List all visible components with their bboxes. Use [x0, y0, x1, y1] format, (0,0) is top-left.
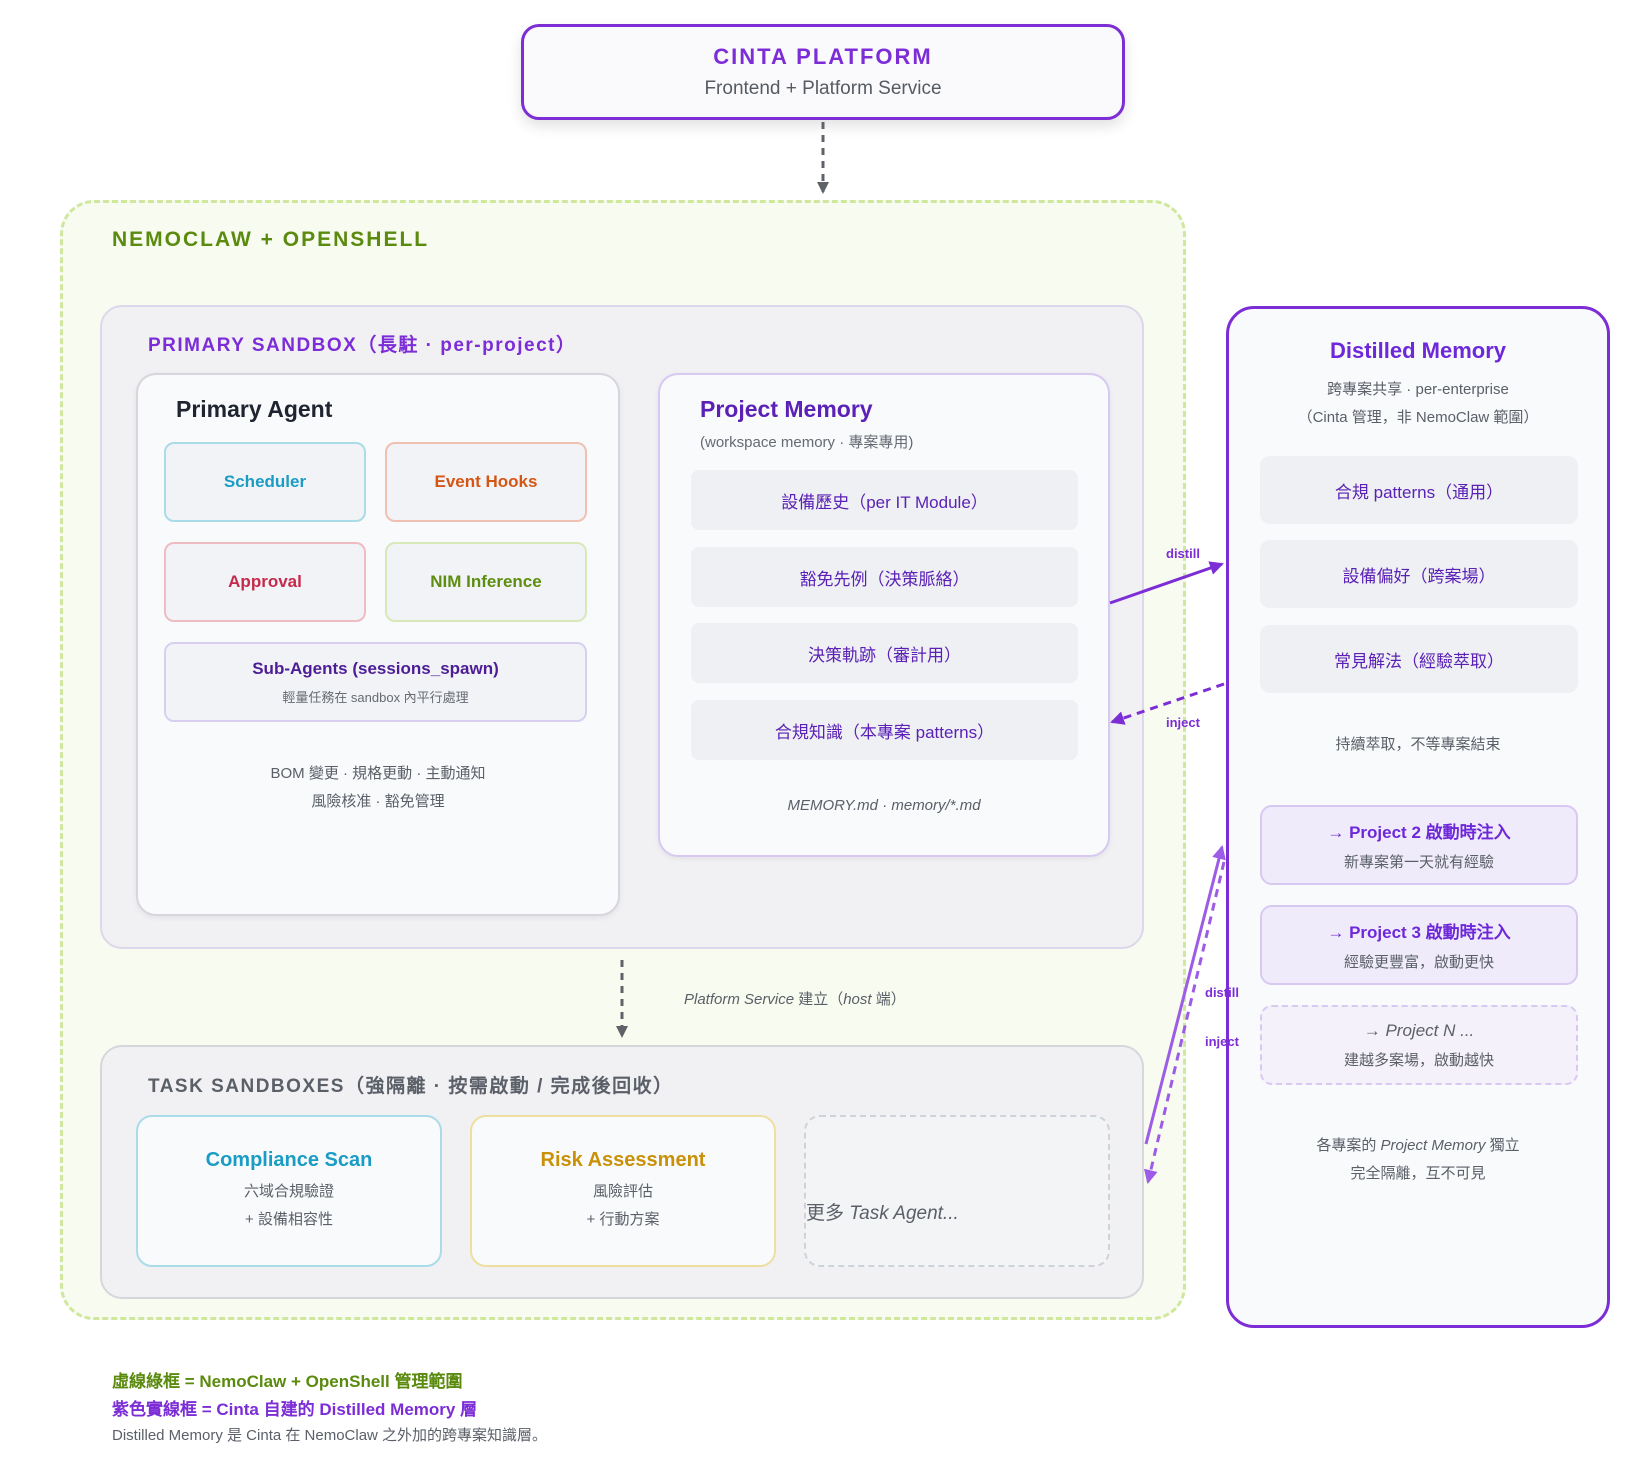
distill-label-upper: distill: [1166, 546, 1200, 561]
task-card-line: + 行動方案: [586, 1210, 660, 1228]
platform-subtitle: Frontend + Platform Service: [704, 78, 942, 99]
agent-note-line: BOM 變更 · 規格更動 · 主動通知: [270, 765, 486, 782]
project-inject-title: → Project 3 啟動時注入: [1327, 923, 1511, 942]
more-italic: Task Agent...: [849, 1202, 959, 1224]
project-memory-files: MEMORY.md · memory/*.md: [787, 797, 981, 814]
isolation-line: 完全隔離，互不可見: [1350, 1165, 1486, 1182]
distilled-memory-row: 設備偏好（跨案場）: [1260, 540, 1578, 608]
platform-note-part: host: [843, 991, 872, 1008]
task-card-lines: 六域合規驗證 + 設備相容性: [244, 1178, 334, 1234]
task-card-line: + 設備相容性: [245, 1210, 333, 1228]
task-card-title: Compliance Scan: [205, 1148, 373, 1171]
sub-agents-title: Sub-Agents (sessions_spawn): [252, 658, 499, 678]
nim-inference-chip: NIM Inference: [385, 542, 587, 622]
project-memory-row: 合規知識（本專案 patterns）: [691, 700, 1078, 760]
project-inject-title: → Project 2 啟動時注入: [1327, 823, 1511, 842]
project-memory-title: Project Memory: [700, 396, 873, 422]
sub-agents-chip: Sub-Agents (sessions_spawn) 輕量任務在 sandbo…: [164, 642, 587, 722]
agent-note-line: 風險核准 · 豁免管理: [311, 793, 445, 810]
project-memory-row: 設備歷史（per IT Module）: [691, 470, 1078, 530]
more-task-agents-label: 更多 Task Agent...: [806, 1198, 959, 1225]
distilled-memory-row: 常見解法（經驗萃取）: [1260, 625, 1578, 693]
distilled-subtitle-line: （Cinta 管理，非 NemoClaw 範圍）: [1297, 409, 1539, 426]
project-inject-card: → Project 2 啟動時注入 新專案第一天就有經驗: [1260, 805, 1578, 885]
platform-service-note: Platform Service 建立（host 端）: [684, 988, 906, 1009]
task-sandboxes-title: TASK SANDBOXES（強隔離 · 按需啟動 / 完成後回收）: [148, 1076, 674, 1097]
project-memory-row: 豁免先例（決策脈絡）: [691, 547, 1078, 607]
distilled-memory-note: 持續萃取，不等專案結束: [1335, 736, 1501, 753]
sub-agents-subtitle: 輕量任務在 sandbox 內平行處理: [282, 689, 469, 705]
isolation-part: 各專案的: [1316, 1137, 1381, 1154]
project-memory-subtitle: (workspace memory · 專案專用): [700, 434, 914, 451]
platform-note-part: 端）: [871, 991, 906, 1008]
distilled-memory-title: Distilled Memory: [1329, 338, 1507, 363]
event-hooks-chip: Event Hooks: [385, 442, 587, 522]
risk-assessment-card: Risk Assessment 風險評估 + 行動方案: [470, 1115, 776, 1267]
platform-note-part: 建立（: [794, 991, 844, 1008]
isolation-part: Project Memory: [1380, 1137, 1486, 1154]
distilled-isolation-note: 各專案的 Project Memory 獨立 完全隔離，互不可見: [1226, 1132, 1610, 1188]
distilled-memory-subtitle: 跨專案共享 · per-enterprise （Cinta 管理，非 NemoC…: [1226, 376, 1610, 432]
inject-label-lower: inject: [1205, 1034, 1239, 1049]
platform-title: CINTA PLATFORM: [713, 44, 933, 69]
isolation-line: 各專案的 Project Memory 獨立: [1226, 1132, 1610, 1160]
cinta-platform-box: CINTA PLATFORM Frontend + Platform Servi…: [521, 24, 1125, 120]
legend-purple: 紫色實線框 = Cinta 自建的 Distilled Memory 層: [112, 1400, 478, 1419]
scheduler-chip: Scheduler: [164, 442, 366, 522]
project-inject-title: → Project N ...: [1363, 1020, 1475, 1040]
primary-agent-title: Primary Agent: [176, 396, 333, 422]
project-inject-card: → Project N ... 建越多案場，啟動越快: [1260, 1005, 1578, 1085]
primary-sandbox-title: PRIMARY SANDBOX（長駐 · per-project）: [148, 335, 577, 356]
project-inject-subtitle: 新專案第一天就有經驗: [1343, 854, 1494, 871]
more-prefix: 更多: [806, 1202, 850, 1224]
nemoclaw-title: NEMOCLAW + OPENSHELL: [112, 228, 430, 251]
task-card-line: 風險評估: [592, 1182, 653, 1200]
isolation-part: 獨立: [1485, 1137, 1520, 1154]
legend-note: Distilled Memory 是 Cinta 在 NemoClaw 之外加的…: [112, 1427, 548, 1444]
distill-label-lower: distill: [1205, 985, 1239, 1000]
task-card-title: Risk Assessment: [540, 1148, 706, 1171]
project-inject-subtitle: 建越多案場，啟動越快: [1343, 1051, 1494, 1069]
project-inject-card: → Project 3 啟動時注入 經驗更豐富，啟動更快: [1260, 905, 1578, 985]
legend-green: 虛線綠框 = NemoClaw + OpenShell 管理範圍: [112, 1372, 463, 1391]
task-card-line: 六域合規驗證: [243, 1182, 334, 1200]
inject-label-upper: inject: [1166, 715, 1200, 730]
task-card-lines: 風險評估 + 行動方案: [587, 1178, 660, 1234]
distilled-subtitle-line: 跨專案共享 · per-enterprise: [1327, 381, 1509, 398]
distilled-memory-row: 合規 patterns（通用）: [1260, 456, 1578, 524]
primary-agent-notes: BOM 變更 · 規格更動 · 主動通知 風險核准 · 豁免管理: [136, 760, 620, 816]
approval-chip: Approval: [164, 542, 366, 622]
compliance-scan-card: Compliance Scan 六域合規驗證 + 設備相容性: [136, 1115, 442, 1267]
project-inject-subtitle: 經驗更豐富，啟動更快: [1343, 954, 1494, 971]
project-memory-card: [658, 373, 1110, 857]
platform-note-part: Platform Service: [684, 991, 795, 1008]
project-memory-row: 決策軌跡（審計用）: [691, 623, 1078, 683]
more-task-agents-card: 更多 Task Agent...: [804, 1115, 1110, 1267]
